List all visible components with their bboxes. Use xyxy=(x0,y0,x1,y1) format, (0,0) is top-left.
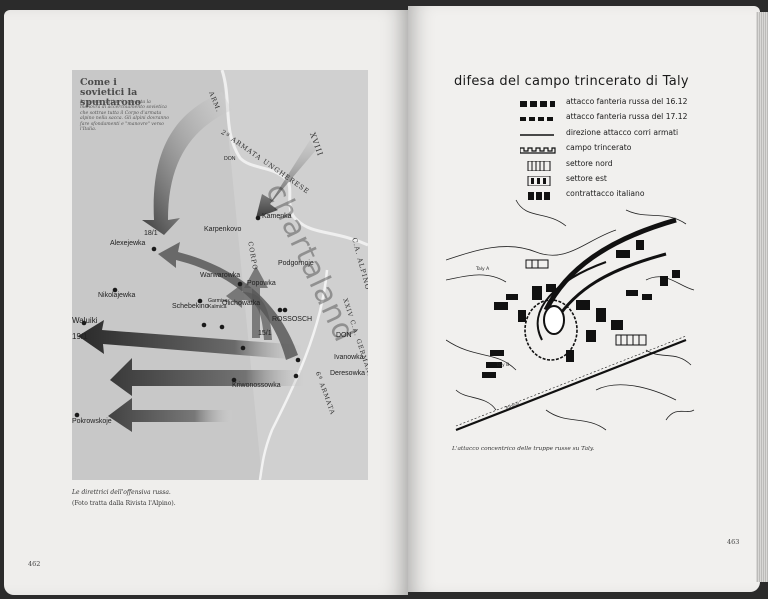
legend-symbol-dashed-thick xyxy=(520,101,555,107)
place-don-top: DON xyxy=(224,156,236,162)
place-rossosch: ROSSOSCH xyxy=(272,316,313,323)
legend-label: direzione attacco corri armati xyxy=(566,127,679,137)
legend-label: attacco fanteria russa del 16.12 xyxy=(566,97,688,106)
page-edges xyxy=(756,12,768,582)
legend-label: contrattacco italiano xyxy=(566,189,645,199)
left-caption-line1: Le direttrici dell'offensiva russa. xyxy=(72,489,171,496)
page-number-right: 463 xyxy=(727,538,740,546)
legend-symbol-dashed-medium xyxy=(520,117,553,122)
place-warwarowka: Warwarowka xyxy=(200,272,241,279)
date-rossosch: 15/1 xyxy=(258,330,272,337)
legend-symbol-ladder-dotted xyxy=(527,175,551,186)
place-podgornoje: Podgornoje xyxy=(278,260,314,267)
place-nikolajewka: Nikolajewka xyxy=(98,292,136,299)
legend-item: settore est xyxy=(520,173,720,188)
diagram-legend: attacco fanteria russa del 16.12 attacco… xyxy=(520,96,720,204)
place-kamenka: Kamenka xyxy=(262,213,292,220)
label-taly-b: Taly B xyxy=(495,362,509,368)
legend-item: attacco fanteria russa del 17.12 xyxy=(520,111,720,126)
legend-symbol-blocks xyxy=(528,192,550,201)
legend-label: campo trincerato xyxy=(566,143,632,153)
place-olichowatka: Olichowatka xyxy=(222,300,261,307)
label-taly-a: Taly A xyxy=(475,266,490,272)
left-caption-line2: (Foto tratta dalla Rivista l'Alpino). xyxy=(72,500,176,507)
place-alexejewka: Alexejewka xyxy=(110,240,146,247)
right-page xyxy=(408,6,760,592)
legend-symbol-ladder xyxy=(527,160,551,171)
page-number-left: 462 xyxy=(28,560,41,568)
place-schebekino: Schebekino xyxy=(172,303,209,310)
left-caption: Le direttrici dell'offensiva russa. (Fot… xyxy=(72,487,292,509)
offensive-map: Come i sovietici la spuntarono In queste… xyxy=(72,70,368,480)
place-kriwonossowka: Kriwonossowka xyxy=(232,382,281,389)
place-waluiki: Waluiki xyxy=(72,316,98,325)
taly-diagram: Taly A Taly B Tontini xyxy=(446,199,695,432)
label-road: Tontini xyxy=(504,401,521,412)
place-don-right: DON xyxy=(336,332,352,339)
place-garmisa: Garmisa Kalmica xyxy=(208,298,228,310)
diagram-title: difesa del campo trincerato di Taly xyxy=(454,74,689,89)
map-description: In queste cartina è spiegata la manovra … xyxy=(80,100,170,133)
legend-label: settore nord xyxy=(566,158,613,168)
legend-item: contrattacco italiano xyxy=(520,188,720,203)
legend-label: settore est xyxy=(566,173,607,183)
map-graphic xyxy=(72,70,368,480)
legend-item: direzione attacco corri armati xyxy=(520,127,720,142)
place-popowka: Popowka xyxy=(247,280,276,287)
place-karpenkovo: Karpenkovo xyxy=(204,226,242,233)
legend-symbol-crenellated xyxy=(520,147,556,154)
legend-item: campo trincerato xyxy=(520,142,720,157)
legend-item: attacco fanteria russa del 16.12 xyxy=(520,96,720,111)
date-waluiki: 19/1 xyxy=(72,332,88,341)
place-deresowka: Deresowka xyxy=(330,370,366,377)
legend-label: attacco fanteria russa del 17.12 xyxy=(566,112,688,122)
place-ivanowka: Ivanowka xyxy=(334,354,364,361)
legend-symbol-arrow-line xyxy=(520,134,554,136)
place-pokrowskoje: Pokrowskoje xyxy=(72,418,112,425)
legend-item: settore nord xyxy=(520,158,720,173)
date-alexejewka: 18/1 xyxy=(144,230,158,237)
map-title: Come i sovietici la spuntarono xyxy=(80,77,141,108)
right-caption: L'attacco concentrico delle truppe russe… xyxy=(452,446,595,452)
